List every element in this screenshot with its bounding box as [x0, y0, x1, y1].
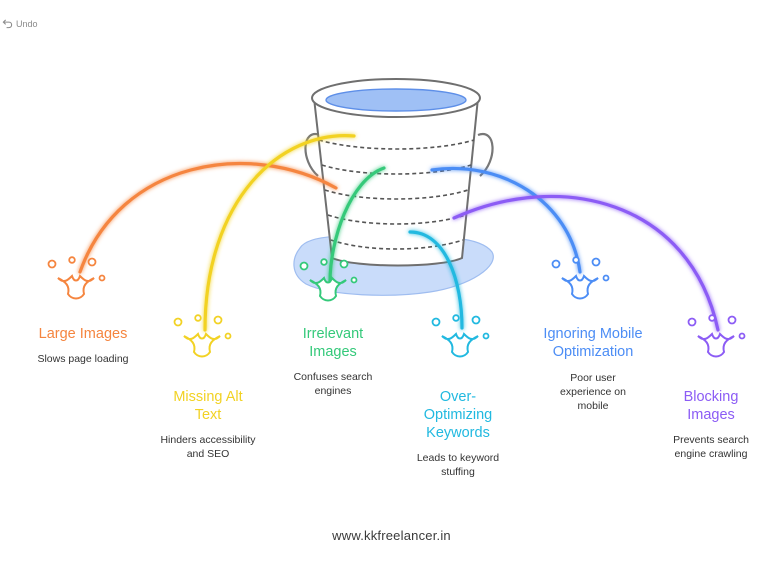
splash-blocking — [687, 314, 746, 358]
label-missing-alt-text: Missing Alt Text — [173, 389, 243, 423]
undo-arrow-icon — [2, 19, 13, 29]
leak-stream-over-optimizing — [408, 230, 464, 330]
label-blocking-images: Blocking Images — [683, 389, 739, 423]
label-over-optimizing-keywords: Over- Optimizing Keywords — [423, 389, 493, 441]
desc-blocking-images: Prevents search engine crawling — [673, 434, 749, 460]
undo-button[interactable]: Undo — [2, 18, 38, 29]
leak-stream-irrelevant — [328, 166, 386, 284]
desc-missing-alt-text: Hinders accessibility and SEO — [160, 434, 256, 460]
desc-irrelevant-images: Confuses search engines — [293, 371, 373, 397]
bucket-water — [325, 88, 467, 112]
leak-stream-blocking — [452, 194, 720, 332]
undo-label: Undo — [16, 18, 38, 29]
label-ignoring-mobile-optimization: Ignoring Mobile Optimization — [543, 326, 643, 360]
desc-ignoring-mobile-optimization: Poor user experience on mobile — [560, 372, 626, 412]
splash-mobile — [551, 256, 610, 300]
leak-stream-large-images — [78, 162, 338, 274]
footer-website: www.kkfreelancer.in — [332, 528, 451, 543]
bucket-body — [312, 97, 480, 267]
label-irrelevant-images: Irrelevant Images — [302, 326, 364, 360]
desc-over-optimizing-keywords: Leads to keyword stuffing — [416, 452, 500, 478]
splash-over-optimizing — [431, 314, 490, 358]
desc-large-images: Slows page loading — [37, 353, 129, 365]
splash-irrelevant — [299, 258, 358, 302]
label-large-images: Large Images — [38, 326, 128, 342]
splash-missing-alt — [173, 314, 232, 358]
leak-stream-missing-alt — [203, 134, 356, 332]
splash-large-images — [47, 256, 106, 300]
leak-stream-mobile — [430, 167, 582, 274]
